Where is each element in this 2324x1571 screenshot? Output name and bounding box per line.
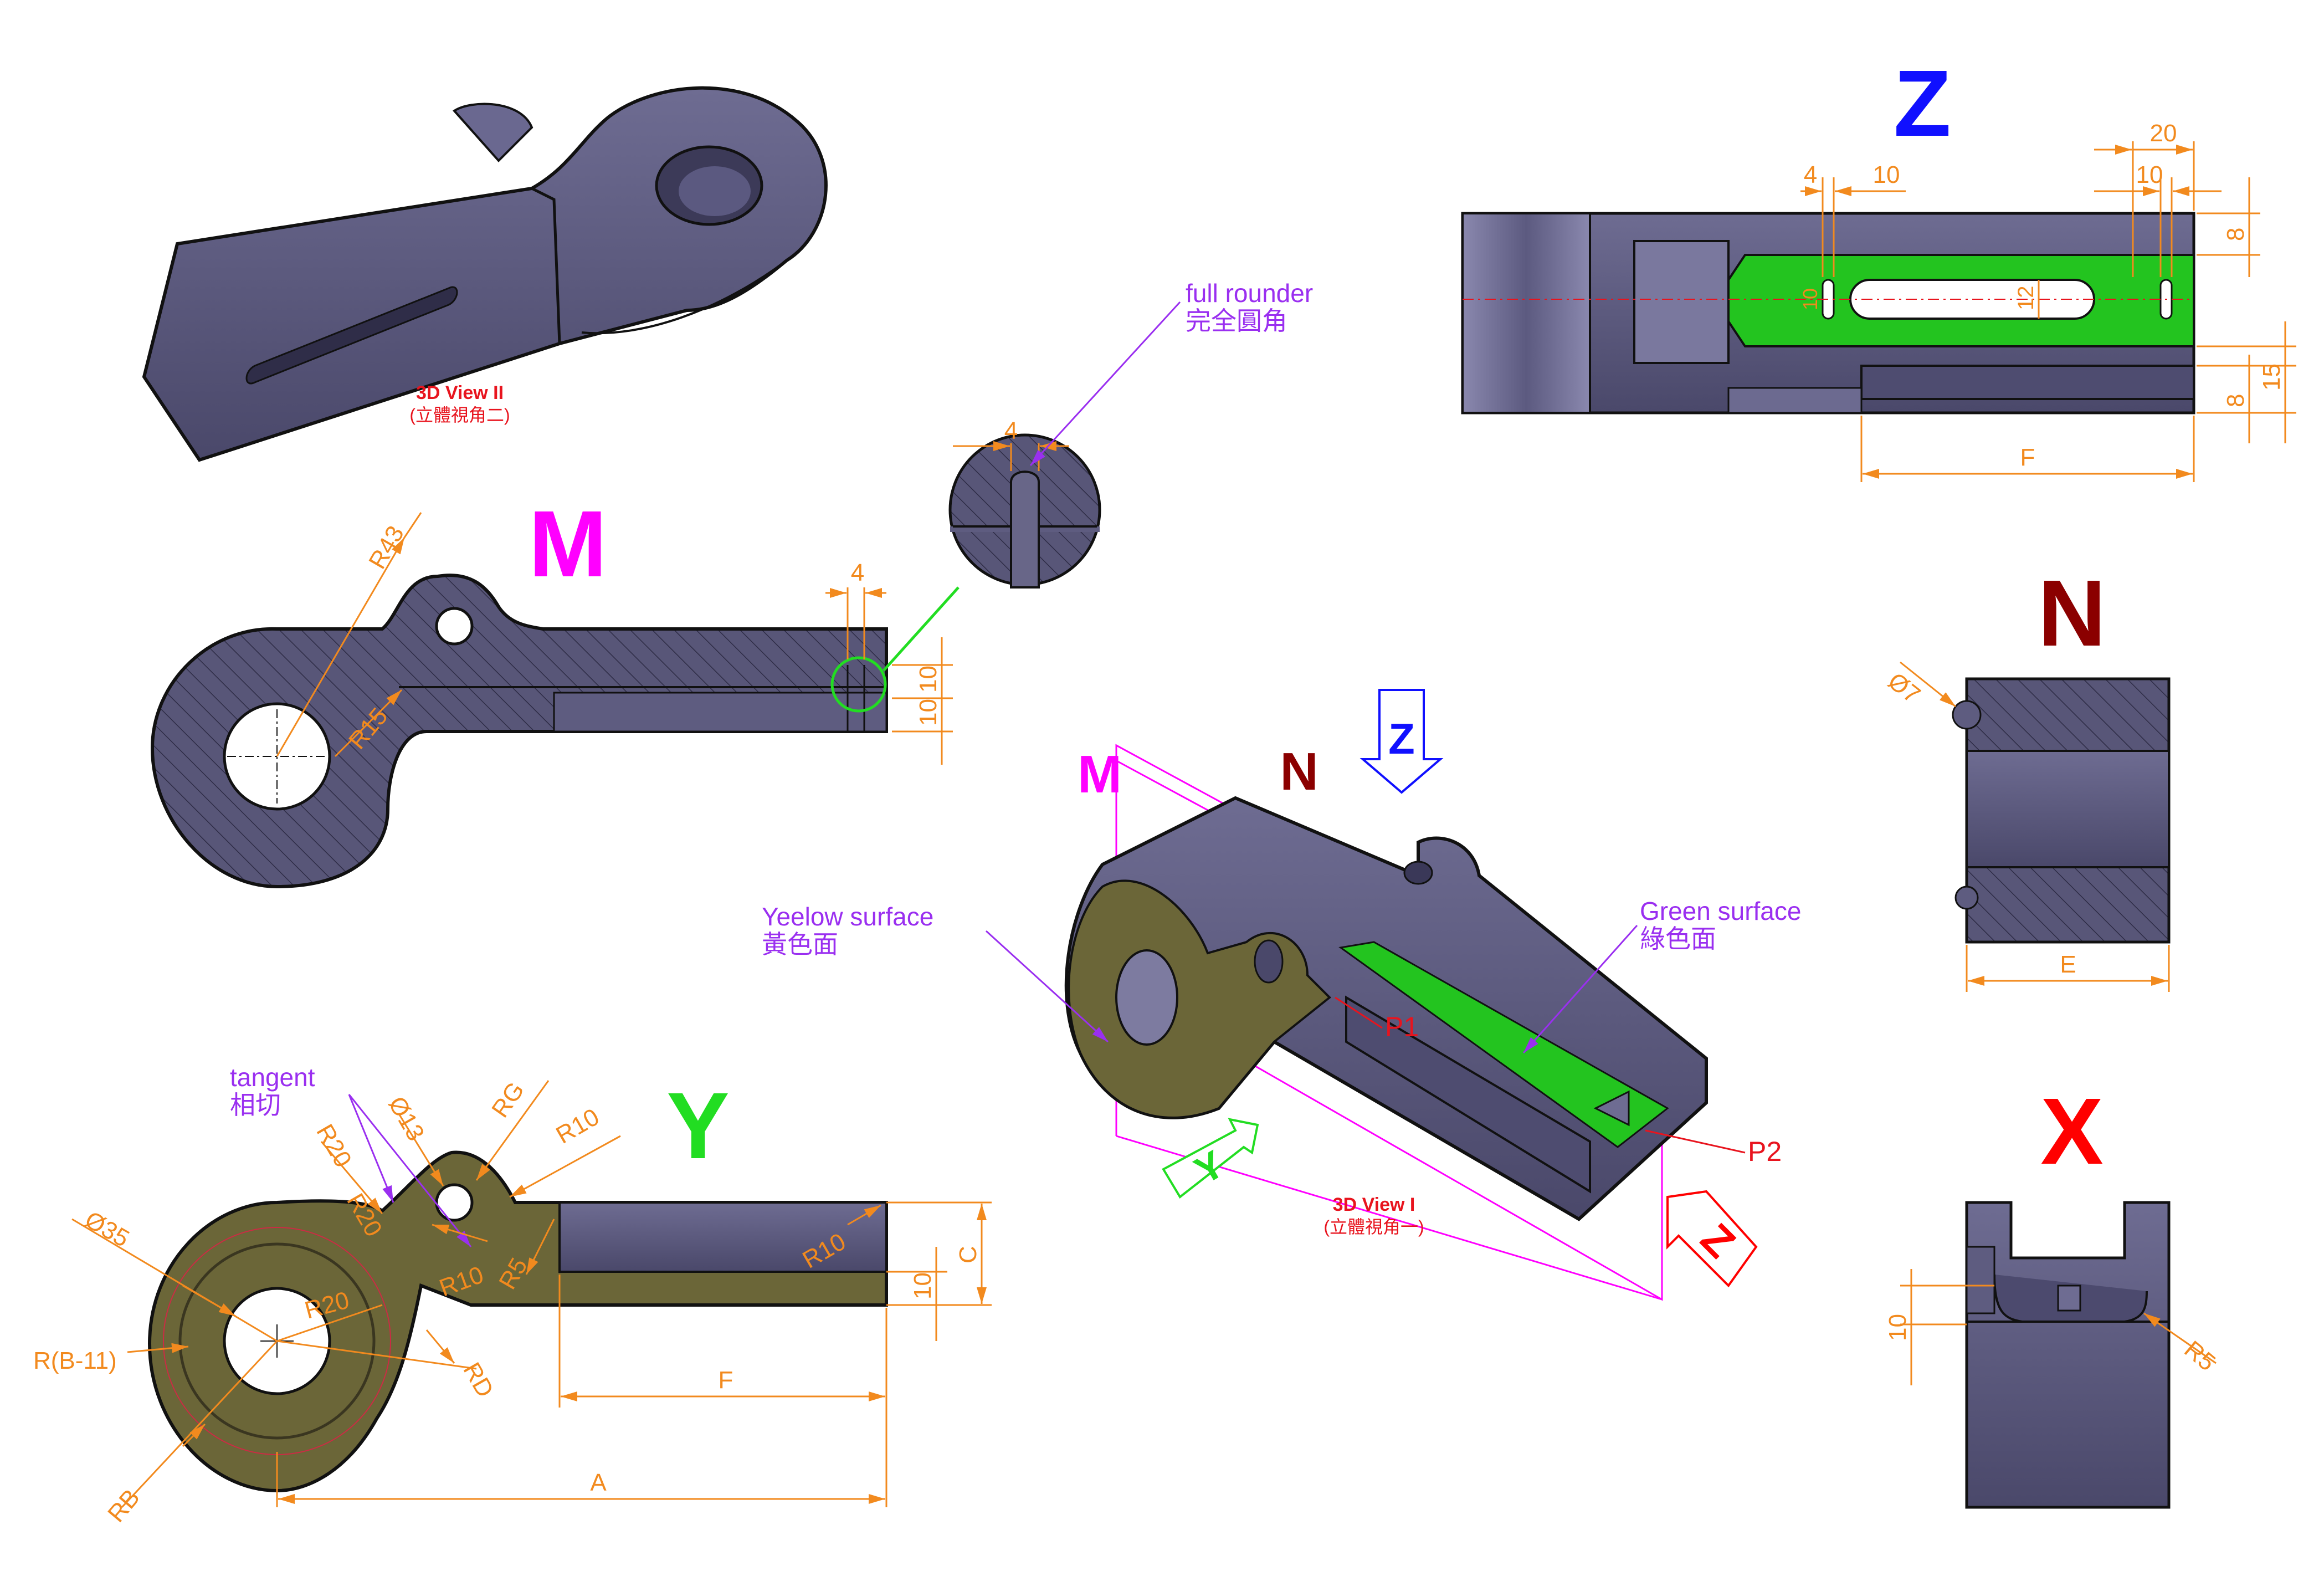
small-hole-m (435, 607, 474, 646)
boss-hole-3d-i (1115, 949, 1178, 1046)
view1-title: 3D View I (1333, 1194, 1415, 1215)
dim-z-8b: 8 (2222, 394, 2249, 407)
dim-n-e: E (2060, 951, 2076, 978)
dim-z-4: 4 (1804, 161, 1817, 188)
green-surface-3d (1338, 941, 1669, 1148)
point-p2: P2 (1748, 1136, 1782, 1167)
note-yellow-en: Yeelow surface (762, 902, 933, 931)
n-small-hole (1952, 700, 1982, 730)
dim-z-8a: 8 (2222, 228, 2249, 241)
iso-marker-n: N (1280, 742, 1318, 801)
dim-z-f: F (2020, 444, 2035, 471)
arrow-y (1162, 1118, 1259, 1199)
dim-x-10: 10 (1884, 1314, 1911, 1341)
view-z: Z 4 10 20 10 8 10 12 (1461, 51, 2296, 482)
note-full-rounder-zh: 完全圓角 (1186, 306, 1287, 335)
view-z-letter: Z (1894, 51, 1951, 156)
dim-m-r43: R43 (363, 521, 409, 574)
view-m-letter: M (529, 492, 607, 597)
dim-z-10c: 10 (1799, 288, 1822, 310)
note-yellow-zh: 黃色面 (762, 930, 838, 959)
slot-3d-ii (245, 286, 458, 385)
dim-y-f: F (719, 1367, 733, 1394)
view-m: M R43 R15 4 10 10 (150, 492, 960, 889)
note-tangent-zh: 相切 (230, 1091, 281, 1119)
iso-marker-m: M (1078, 745, 1122, 804)
y-small-hole (435, 1183, 474, 1222)
view-y: Y tangent 相切 Ø13 RG R10 R20 R20 R10 R5 R… (33, 1063, 992, 1527)
dim-detail-4: 4 (1004, 417, 1018, 444)
dim-z-12: 12 (2014, 286, 2038, 311)
x-body (1965, 1201, 2171, 1509)
view-n-letter: N (2038, 561, 2106, 666)
note-tangent-en: tangent (230, 1063, 315, 1092)
dim-z-20: 20 (2150, 120, 2177, 147)
view1-subtitle: (立體視角一) (1323, 1217, 1424, 1237)
dim-z-10b: 10 (2136, 161, 2163, 188)
dim-m-10b: 10 (915, 699, 942, 726)
detail-callout-circle (830, 656, 887, 713)
view-x-letter: X (2040, 1079, 2103, 1184)
dim-y-rd: RD (458, 1358, 499, 1403)
yellow-surface-3d (1068, 879, 1331, 1119)
iso-marker-z: Z (1388, 714, 1415, 763)
note-green-en: Green surface (1640, 897, 1801, 925)
dim-y-r20a: R20 (311, 1120, 357, 1172)
note-full-rounder-en: full rounder (1186, 279, 1313, 308)
dim-y-rb11: R(B-11) (33, 1347, 117, 1374)
view-3d-i: M N Z Y Z Yeelow surface 黃色面 Green surfa… (762, 689, 1801, 1301)
arrow-z (1359, 689, 1444, 794)
dim-m-4: 4 (851, 559, 864, 586)
dim-z-15: 15 (2258, 364, 2285, 391)
view2-title: 3D View II (416, 382, 504, 403)
dim-y-c: C (955, 1246, 982, 1263)
view2-subtitle: (立體視角二) (409, 405, 510, 425)
view-y-letter: Y (666, 1073, 729, 1179)
view-x: X 10 R5 (1884, 1079, 2220, 1509)
dim-y-10: 10 (909, 1272, 936, 1299)
dim-y-d35: Ø35 (80, 1206, 134, 1252)
dim-y-a: A (590, 1469, 607, 1496)
section-m-body (150, 574, 888, 889)
point-p1: P1 (1385, 1011, 1419, 1042)
dim-y-r10a: R10 (552, 1103, 604, 1149)
dim-y-d13: Ø13 (383, 1092, 429, 1146)
dim-z-10a: 10 (1873, 161, 1900, 188)
detail-slot (1010, 470, 1040, 589)
arrow-z-red (1666, 1190, 1758, 1288)
view-n: N Ø7 E (1883, 561, 2171, 992)
dim-n-d7: Ø7 (1883, 667, 1925, 709)
detail-view: 4 full rounder 完全圓角 (948, 279, 1313, 589)
note-green-zh: 綠色面 (1640, 924, 1716, 953)
dim-m-10a: 10 (915, 666, 942, 693)
dim-y-rb: RB (102, 1484, 145, 1527)
part-3d-ii (142, 86, 828, 462)
view-3d-ii: 3D View II (立體視角二) (142, 86, 828, 462)
